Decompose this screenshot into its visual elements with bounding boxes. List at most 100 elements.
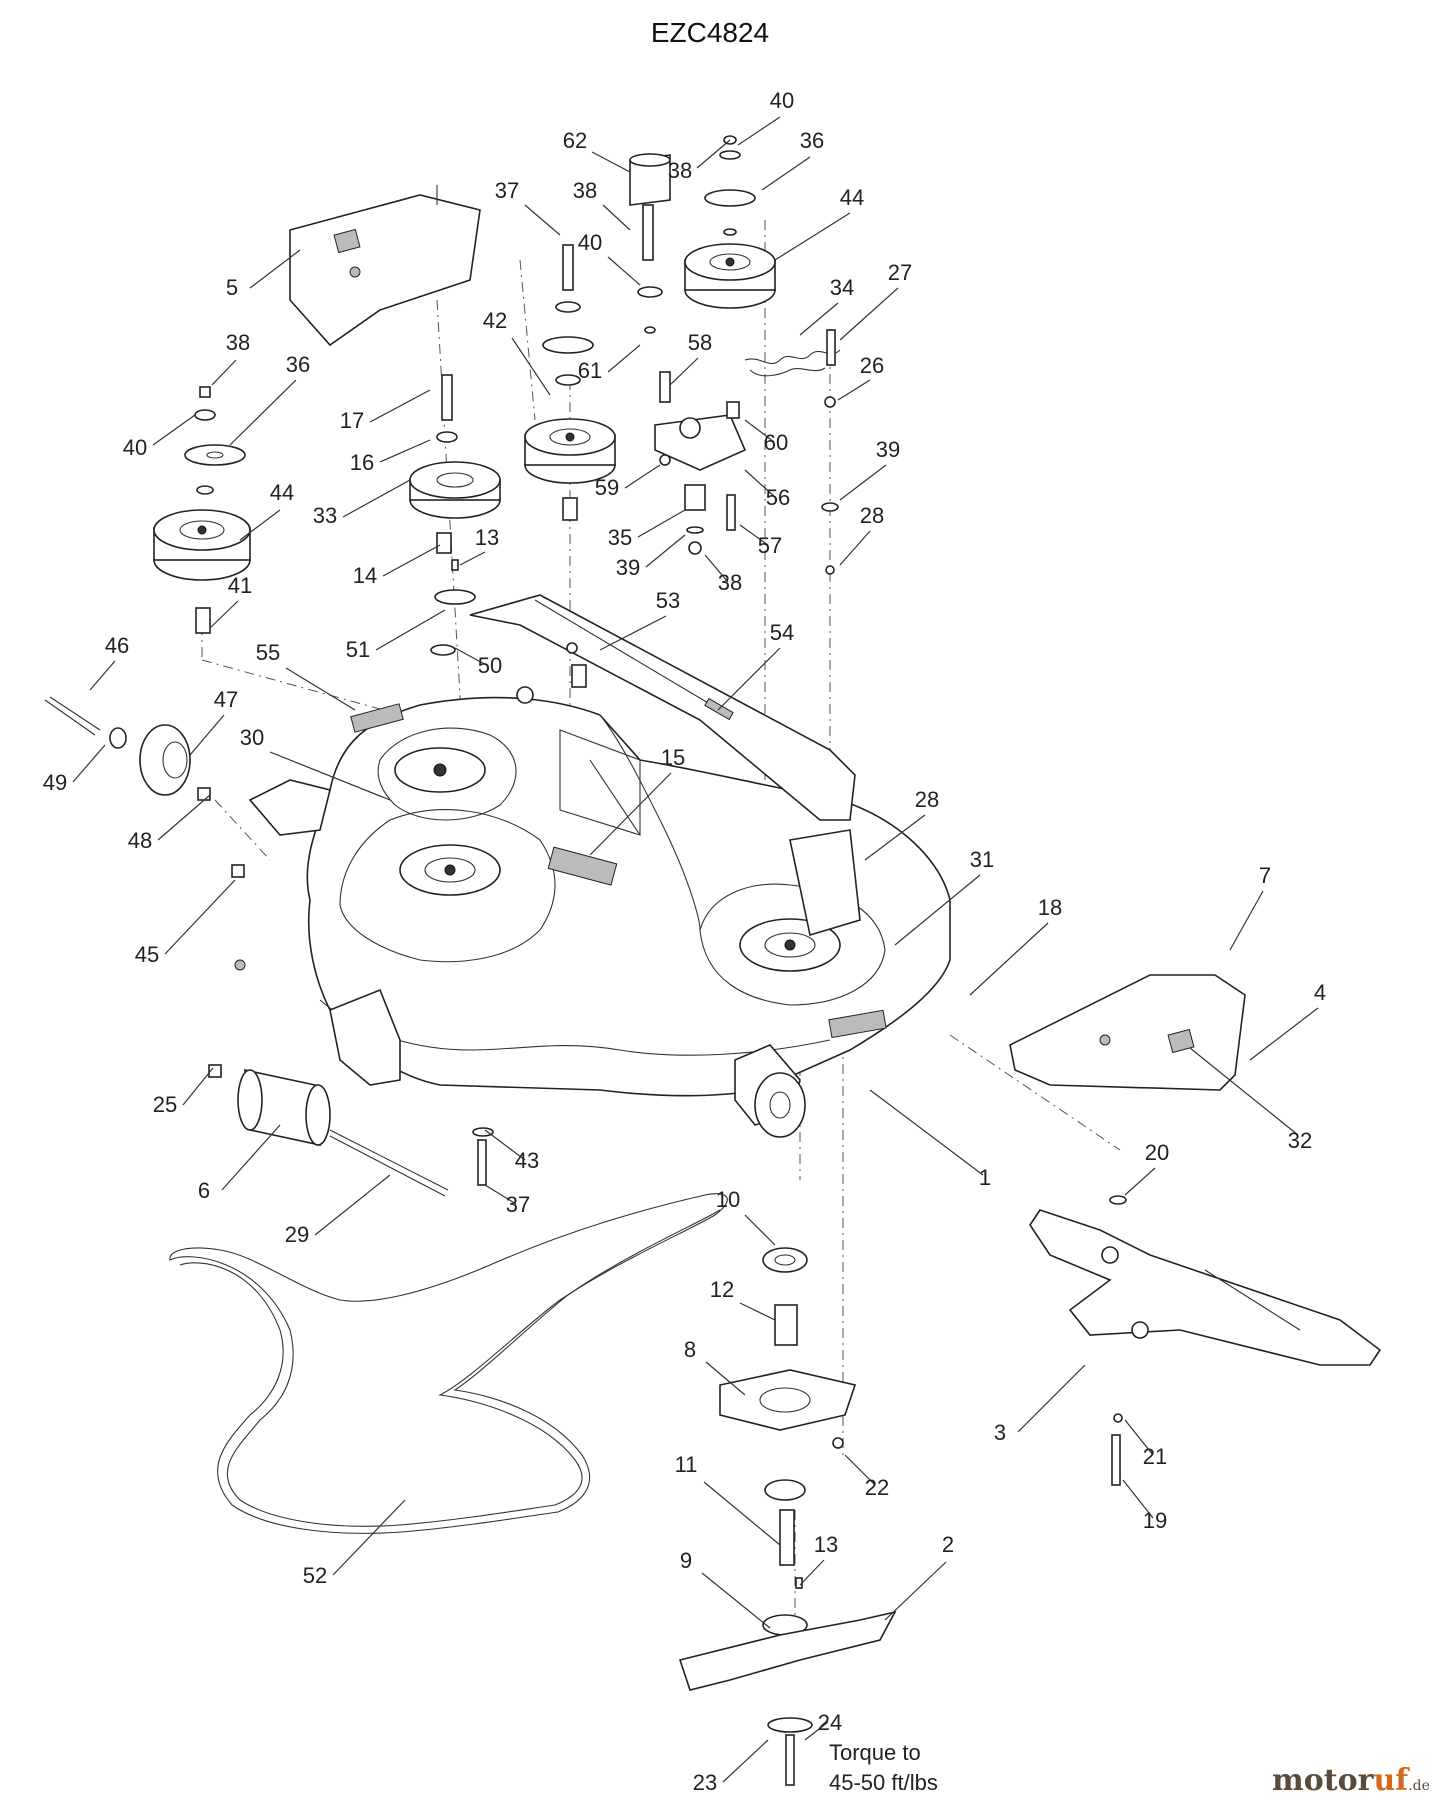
leader-line-12	[739, 1302, 776, 1321]
leader-line-34	[799, 302, 839, 336]
callout-26: 26	[860, 353, 884, 378]
callout-56: 56	[766, 485, 790, 510]
leader-line-48	[157, 794, 211, 841]
leader-line-54	[717, 647, 781, 711]
callout-44: 44	[840, 185, 864, 210]
leader-line-17	[369, 389, 431, 423]
leader-line-56	[744, 469, 777, 499]
callout-12: 12	[710, 1277, 734, 1302]
callout-38: 38	[226, 330, 250, 355]
leader-line-55	[285, 667, 356, 711]
leader-line-3	[1017, 1364, 1086, 1433]
callout-44: 44	[270, 480, 294, 505]
watermark-part3: .de	[1408, 1778, 1430, 1794]
leader-line-4	[1249, 1007, 1319, 1061]
leader-line-28	[839, 530, 871, 566]
leader-line-32	[1189, 1047, 1299, 1136]
callout-57: 57	[758, 533, 782, 558]
callout-25: 25	[153, 1092, 177, 1117]
callout-13: 13	[814, 1532, 838, 1557]
idler-pulley-middle	[524, 418, 616, 484]
callout-40: 40	[770, 88, 794, 113]
watermark-part2: uf	[1373, 1763, 1410, 1798]
callout-leaders	[72, 116, 1319, 1783]
leader-line-59	[624, 464, 661, 489]
callout-46: 46	[105, 633, 129, 658]
callout-36: 36	[286, 352, 310, 377]
leader-line-13	[799, 1559, 825, 1586]
leader-line-40	[607, 256, 641, 286]
mower-deck	[234, 696, 951, 1138]
callout-13: 13	[475, 525, 499, 550]
callout-15: 15	[661, 745, 685, 770]
leader-line-50	[454, 647, 489, 667]
callout-30: 30	[240, 725, 264, 750]
callout-24: 24	[818, 1710, 842, 1735]
callout-55: 55	[256, 640, 280, 665]
callout-37: 37	[506, 1192, 530, 1217]
idler-pulley-left	[153, 509, 251, 634]
leader-line-49	[72, 744, 106, 783]
leader-line-7	[1229, 890, 1264, 951]
callout-42: 42	[483, 308, 507, 333]
leader-line-45	[164, 879, 236, 955]
leader-line-5	[249, 249, 301, 289]
leader-line-28	[864, 814, 926, 861]
callout-53: 53	[656, 588, 680, 613]
callout-41: 41	[228, 573, 252, 598]
leader-line-39	[839, 464, 887, 501]
callout-21: 21	[1143, 1444, 1167, 1469]
leader-line-2	[884, 1561, 947, 1621]
callout-51: 51	[346, 637, 370, 662]
leader-line-19	[1122, 1479, 1154, 1519]
callout-11: 11	[675, 1452, 698, 1477]
leader-line-37	[524, 204, 561, 236]
leader-line-47	[189, 714, 225, 756]
leader-line-29	[314, 1174, 391, 1236]
leader-line-38	[602, 204, 631, 231]
callout-19: 19	[1143, 1508, 1167, 1533]
watermark: motoruf.de	[1272, 1763, 1430, 1798]
callout-40: 40	[123, 435, 147, 460]
leader-line-42	[511, 337, 551, 396]
leader-line-22	[844, 1454, 876, 1486]
idler-pulley-upper	[684, 243, 776, 309]
leader-line-38	[696, 139, 731, 169]
drive-belt	[169, 1193, 728, 1534]
leader-line-8	[705, 1361, 746, 1396]
callout-45: 45	[135, 942, 159, 967]
hardware	[44, 135, 1382, 1786]
callout-35: 35	[608, 525, 632, 550]
callout-38: 38	[718, 570, 742, 595]
callout-37: 37	[495, 178, 519, 203]
callout-32: 32	[1288, 1128, 1312, 1153]
callout-59: 59	[595, 475, 619, 500]
callout-33: 33	[313, 503, 337, 528]
torque-note-line1: Torque to	[829, 1740, 921, 1765]
callout-9: 9	[680, 1548, 692, 1573]
callout-36: 36	[800, 128, 824, 153]
leader-line-38	[211, 359, 237, 386]
callout-39: 39	[616, 555, 640, 580]
leader-line-1	[869, 1089, 984, 1176]
spindle-pulley	[409, 461, 501, 519]
callout-54: 54	[770, 620, 794, 645]
leader-line-58	[669, 357, 699, 386]
leader-line-21	[1124, 1419, 1154, 1456]
callout-43: 43	[515, 1148, 539, 1173]
leader-line-30	[269, 751, 391, 801]
leader-line-44	[774, 212, 851, 261]
leader-line-60	[744, 419, 775, 443]
leader-line-40	[152, 414, 196, 446]
leader-line-27	[839, 287, 899, 341]
callout-62: 62	[563, 128, 587, 153]
leader-line-62	[591, 151, 631, 173]
callout-14: 14	[353, 563, 377, 588]
callout-34: 34	[830, 275, 854, 300]
leader-line-16	[379, 439, 431, 463]
leader-line-9	[701, 1572, 771, 1629]
callout-61: 61	[578, 358, 602, 383]
callout-7: 7	[1259, 863, 1271, 888]
callout-28: 28	[915, 787, 939, 812]
